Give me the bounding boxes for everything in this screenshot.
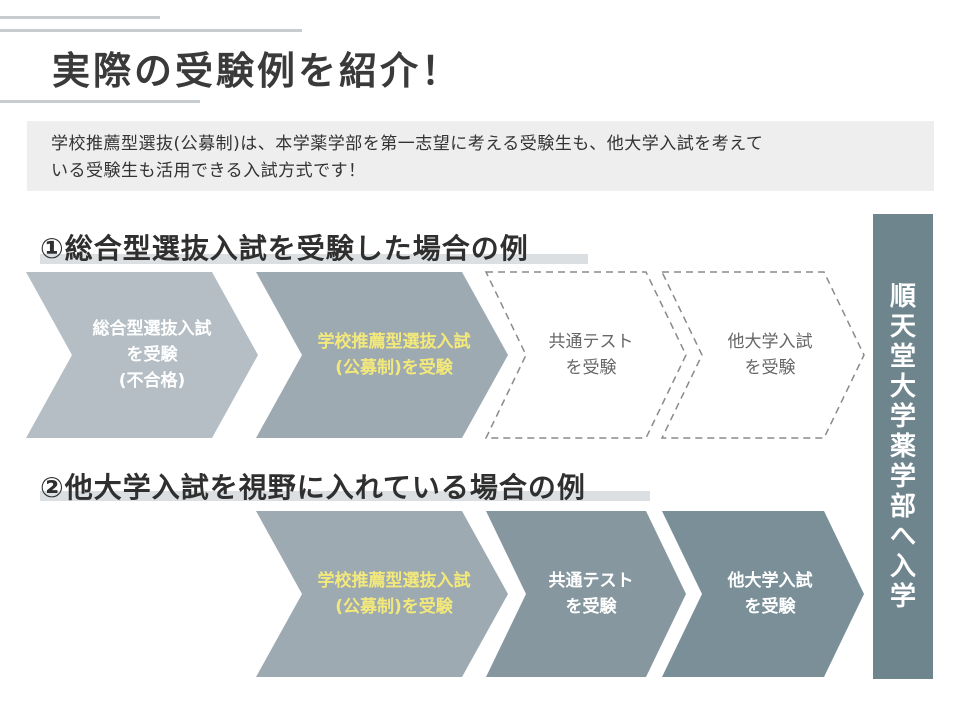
ex1-step2-line1: 学校推薦型選抜入試	[317, 332, 471, 352]
intro-line-1: 学校推薦型選抜(公募制)は、本学薬学部を第一志望に考える受験生も、他大学入試を考…	[51, 134, 764, 154]
ex1-step1-line1: 総合型選抜入試	[92, 319, 212, 339]
ex1-step4-shape	[660, 271, 865, 439]
goal-char: 堂	[889, 341, 916, 372]
ex1-step1-chevron: 総合型選抜入試 を受験 (不合格)	[26, 272, 258, 438]
section1-title: ①総合型選抜入試を受験した場合の例	[40, 232, 529, 265]
ex1-step4-chevron: 他大学入試 を受験	[660, 271, 865, 439]
ex2-step1-line2: (公募制)を受験	[335, 597, 453, 617]
goal-char: 薬	[889, 431, 916, 462]
ex2-step1-chevron: 学校推薦型選抜入試 (公募制)を受験	[256, 511, 508, 677]
intro-box: 学校推薦型選抜(公募制)は、本学薬学部を第一志望に考える受験生も、他大学入試を考…	[27, 121, 934, 191]
ex1-step4-line2: を受験	[744, 358, 796, 378]
ex2-step2-shape	[486, 511, 686, 677]
goal-char: 入	[889, 551, 916, 582]
ex1-step4-line1: 他大学入試	[727, 332, 813, 352]
ex1-step3-shape	[484, 271, 687, 439]
ex2-step3-shape	[662, 511, 864, 677]
goal-char: 大	[889, 371, 916, 402]
ex2-step2-line2: を受験	[565, 597, 617, 617]
section2-underline	[40, 491, 650, 501]
ex2-step3-line2: を受験	[744, 597, 796, 617]
section2-title: ②他大学入試を視野に入れている場合の例	[40, 471, 586, 504]
ex2-step1-shape	[256, 511, 508, 677]
decorative-line-top-1	[0, 16, 160, 19]
ex1-step2-chevron: 学校推薦型選抜入試 (公募制)を受験	[256, 272, 508, 438]
ex1-step3-line2: を受験	[565, 358, 617, 378]
page-title: 実際の受験例を紹介！	[52, 49, 463, 93]
ex2-step2-chevron: 共通テスト を受験	[486, 511, 686, 677]
decorative-line-top-2	[0, 29, 302, 32]
goal-char: 学	[889, 461, 916, 492]
ex1-step2-line2: (公募制)を受験	[335, 358, 453, 378]
goal-char: 順	[889, 281, 916, 312]
ex2-step3-chevron: 他大学入試 を受験	[662, 511, 864, 677]
goal-char: 天	[889, 311, 916, 342]
decorative-line-under-title	[0, 100, 200, 103]
ex1-step2-shape	[256, 272, 508, 438]
intro-line-2: いる受験生も活用できる入試方式です！	[51, 161, 366, 181]
goal-char: 部	[889, 491, 916, 522]
goal-char: へ	[889, 521, 916, 552]
ex1-step1-shape	[26, 272, 258, 438]
ex2-step3-line1: 他大学入試	[727, 571, 813, 591]
goal-char: 学	[889, 401, 916, 432]
ex2-step2-line1: 共通テスト	[548, 571, 634, 591]
goal-char: 学	[889, 581, 916, 612]
section1-underline	[40, 254, 588, 264]
ex1-step3-line1: 共通テスト	[548, 332, 634, 352]
ex2-step1-line1: 学校推薦型選抜入試	[317, 571, 471, 591]
goal-admission-box: 順 天 堂 大 学 薬 学 部 へ 入 学	[873, 214, 933, 679]
ex1-step1-line2: を受験	[126, 345, 178, 365]
ex1-step3-chevron: 共通テスト を受験	[484, 271, 687, 439]
ex1-step1-line3: (不合格)	[118, 371, 186, 391]
